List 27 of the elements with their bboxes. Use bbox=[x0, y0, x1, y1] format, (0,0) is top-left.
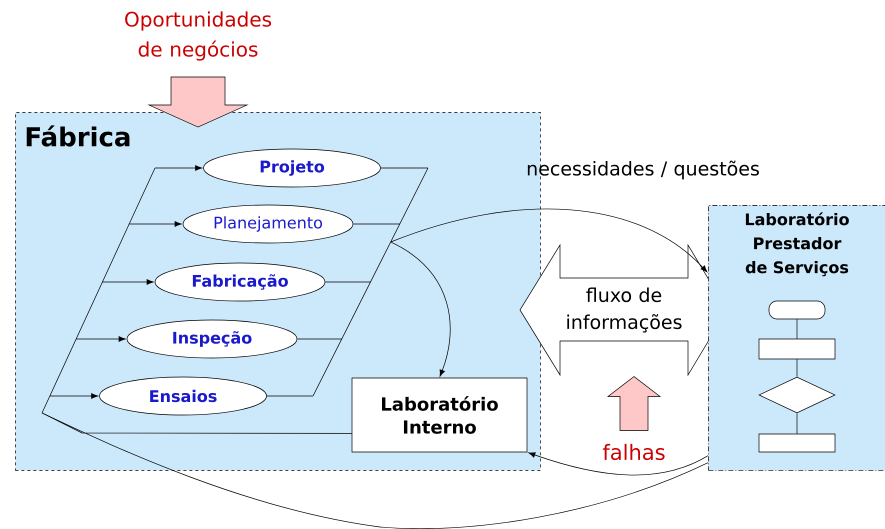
group-heading: Laboratório Prestador de Serviços bbox=[746, 212, 849, 276]
connector-line bbox=[796, 358, 798, 377]
connector-line bbox=[42, 412, 708, 529]
arrow bbox=[102, 279, 154, 285]
connector-line bbox=[297, 338, 342, 340]
connector-line bbox=[796, 318, 798, 339]
note-text: Oportunidades de negócios bbox=[125, 11, 272, 61]
group-heading: Fábrica bbox=[26, 125, 130, 147]
flowchart-box bbox=[758, 434, 836, 452]
connector-line bbox=[312, 168, 428, 396]
arrow bbox=[390, 242, 451, 377]
note-text: falhas bbox=[602, 444, 665, 460]
flowchart-box bbox=[758, 338, 836, 360]
block-arrow bbox=[606, 376, 662, 431]
arrow bbox=[76, 336, 126, 342]
connector-line bbox=[796, 413, 798, 434]
connector-line bbox=[42, 412, 352, 434]
arrow bbox=[528, 452, 708, 476]
flowchart-terminator bbox=[768, 300, 826, 320]
block-arrow bbox=[147, 76, 249, 128]
connector-line bbox=[42, 168, 156, 414]
arrow bbox=[154, 165, 202, 171]
arrow bbox=[128, 221, 182, 227]
process-box: Laboratório Interno bbox=[352, 378, 528, 452]
annotation-text: necessidades / questões bbox=[528, 160, 759, 180]
arrow bbox=[390, 208, 708, 272]
arrow bbox=[50, 393, 98, 399]
